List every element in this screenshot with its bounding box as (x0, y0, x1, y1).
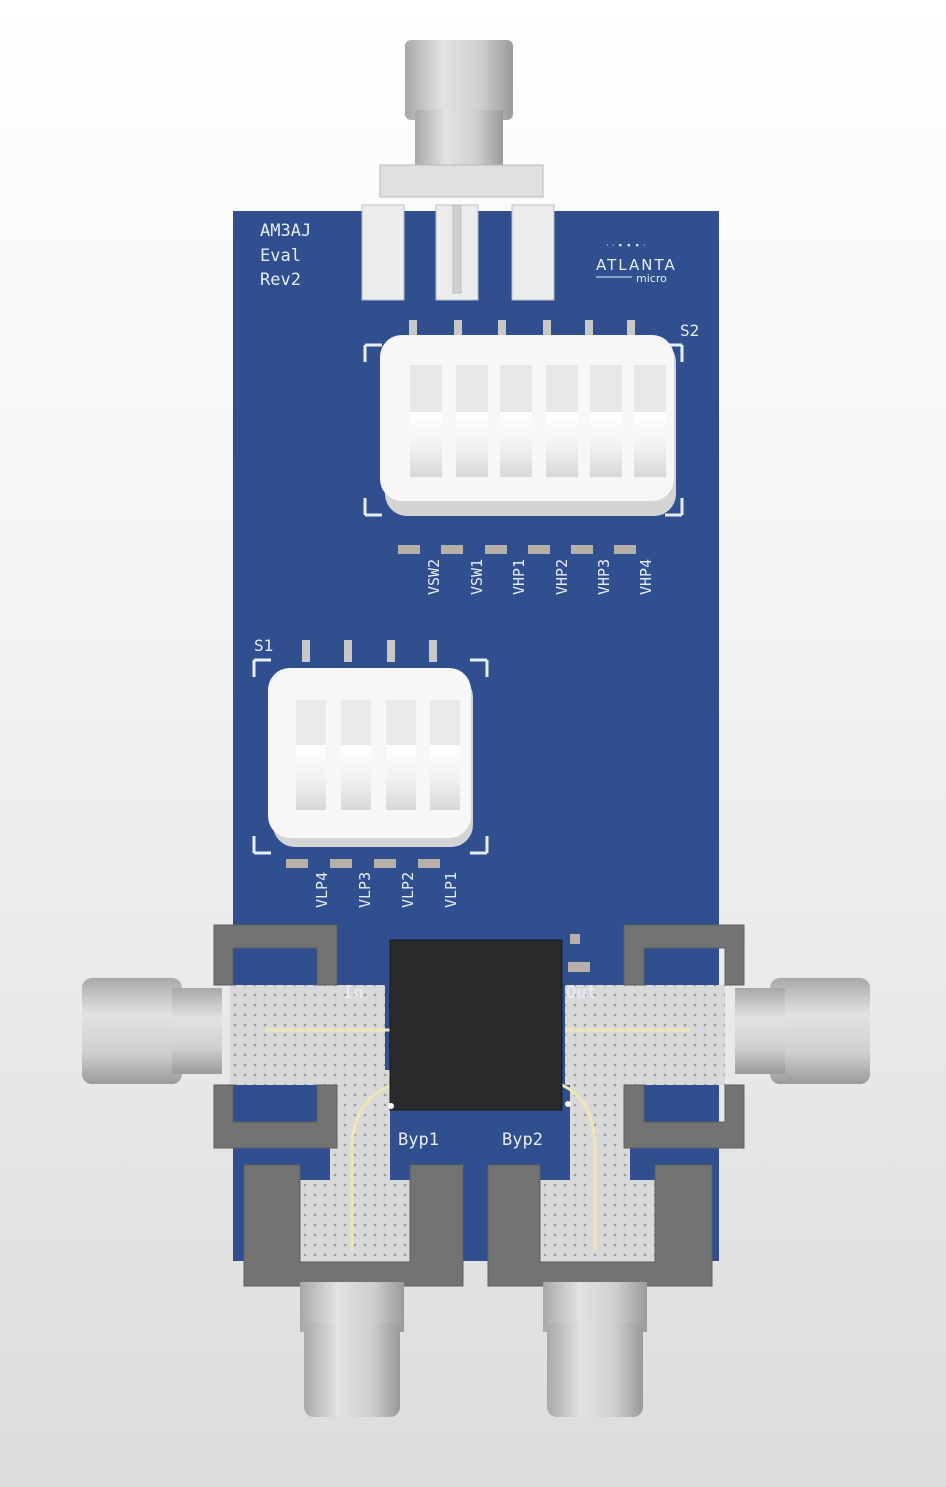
svg-text:VLP2: VLP2 (399, 872, 417, 908)
svg-text:Byp2: Byp2 (502, 1130, 543, 1150)
s1-labels: VLP4 VLP3 VLP2 VLP1 (313, 872, 460, 908)
svg-text:VHP3: VHP3 (595, 559, 613, 595)
rf-traces (265, 1028, 690, 1250)
connector-clamps (213, 924, 745, 1287)
svg-text:Eval: Eval (260, 246, 301, 266)
dip-switch-s2[interactable]: S2 (363, 320, 699, 517)
svg-text:S1: S1 (254, 636, 273, 655)
s2-sliders (410, 365, 666, 477)
svg-text:VLP4: VLP4 (313, 872, 331, 908)
svg-text:AM3AJ: AM3AJ (260, 221, 311, 241)
svg-text:VSW2: VSW2 (425, 559, 443, 595)
dip-switch-s1[interactable]: S1 (252, 636, 489, 855)
s1-resistors (286, 859, 440, 868)
port-labels: In Out Byp1 Byp2 (343, 983, 597, 1150)
svg-text:micro: micro (636, 272, 667, 285)
pin-header (361, 204, 555, 301)
svg-text:VSW1: VSW1 (468, 559, 486, 595)
svg-text:Rev2: Rev2 (260, 270, 301, 290)
rf-switch-chip (388, 934, 590, 1111)
company-logo: · · ∙ ∙ ∙ · ATLANTA micro (596, 241, 677, 285)
svg-text:VLP3: VLP3 (356, 872, 374, 908)
s2-resistors (398, 545, 636, 554)
rf-ground (230, 985, 725, 1270)
svg-text:Byp1: Byp1 (398, 1130, 439, 1150)
top-connector (379, 40, 544, 198)
s1-sliders (296, 700, 460, 810)
svg-text:VHP4: VHP4 (637, 559, 655, 595)
svg-text:Out: Out (566, 983, 597, 1003)
svg-text:In: In (343, 983, 363, 1003)
bottom-connectors (300, 1282, 647, 1417)
svg-text:VHP1: VHP1 (510, 559, 528, 595)
svg-text:VHP2: VHP2 (553, 559, 571, 595)
side-connectors (82, 978, 870, 1084)
svg-text:S2: S2 (680, 321, 699, 340)
svg-text:ATLANTA: ATLANTA (596, 256, 677, 274)
svg-text:VLP1: VLP1 (442, 872, 460, 908)
svg-text:· · ∙ ∙ ∙ ·: · · ∙ ∙ ∙ · (606, 241, 646, 251)
board-title: AM3AJ Eval Rev2 (260, 221, 311, 290)
s2-labels: VSW2 VSW1 VHP1 VHP2 VHP3 VHP4 (425, 559, 655, 595)
